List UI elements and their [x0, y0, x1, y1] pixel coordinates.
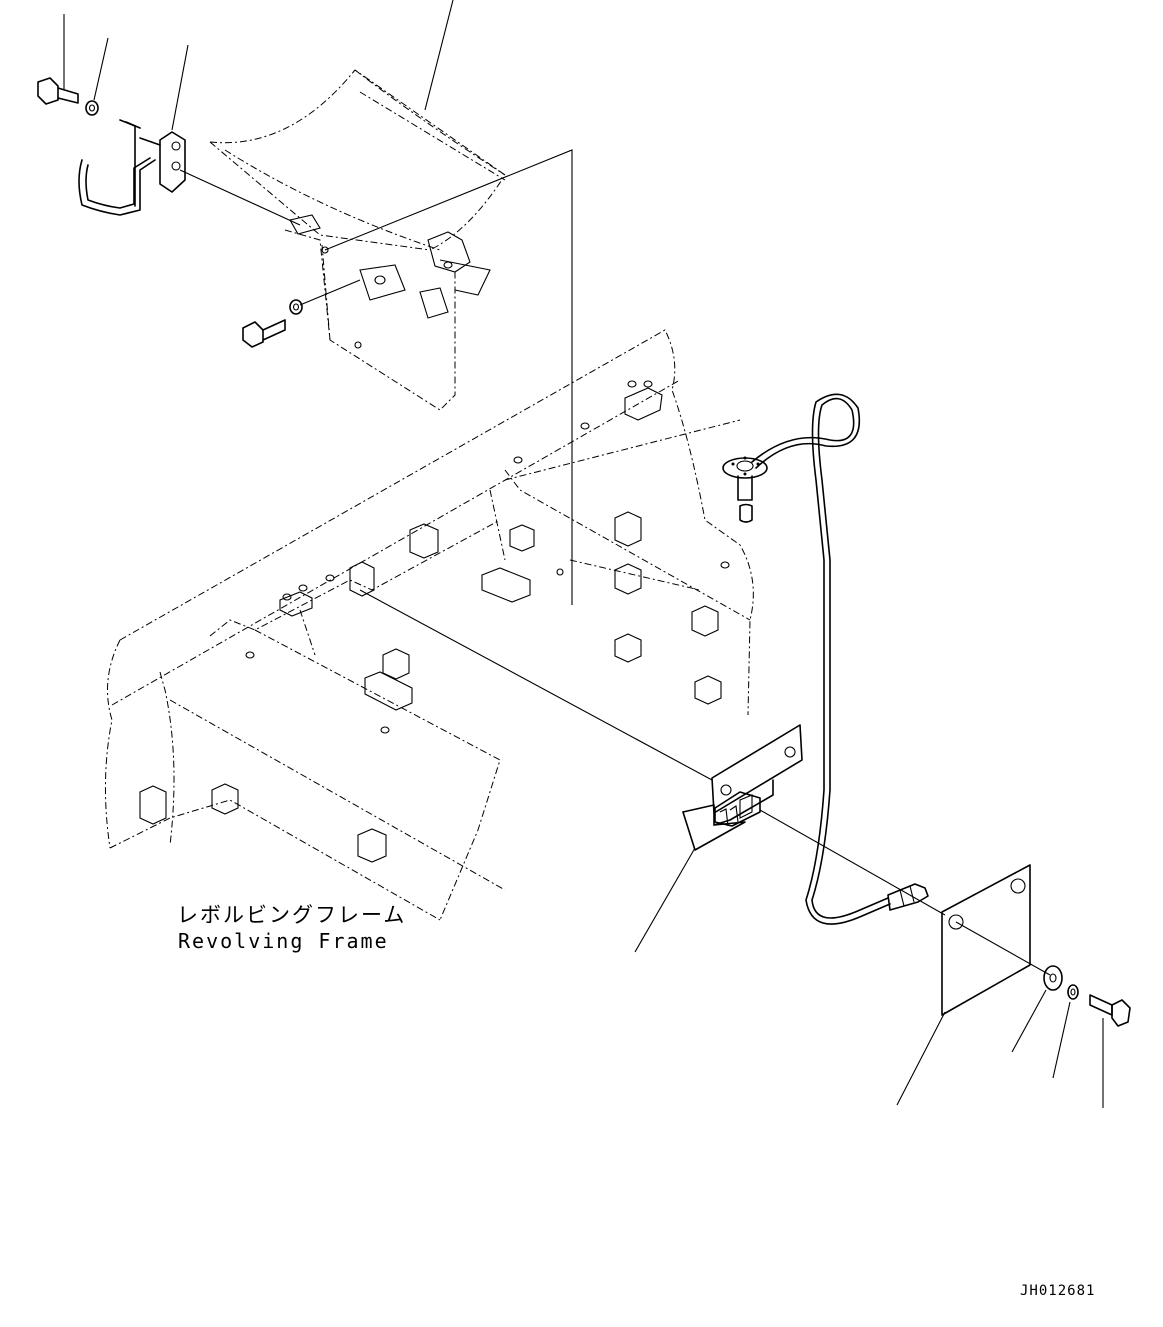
frame-boss — [139, 387, 722, 863]
bolt — [37, 77, 79, 105]
leader-line — [171, 44, 189, 131]
leader-line — [1052, 1001, 1071, 1079]
revolving-frame — [104, 329, 754, 921]
leader-line — [896, 1011, 946, 1106]
bolt — [1089, 994, 1131, 1027]
washer — [85, 100, 99, 116]
sensor-hose — [751, 393, 929, 925]
leader-line — [1011, 989, 1047, 1053]
connector-bracket — [682, 724, 803, 851]
assembly-line — [179, 169, 301, 226]
washer — [289, 299, 303, 315]
wire-bracket — [78, 119, 186, 216]
level-sensor — [722, 456, 768, 523]
drawing-code: JH012681 — [1020, 1283, 1095, 1299]
flat-washer — [1043, 965, 1063, 991]
tank-panel — [209, 69, 506, 411]
leader-line — [424, 0, 454, 111]
leader-line — [93, 37, 109, 101]
frame-label-en: Revolving Frame — [178, 929, 389, 953]
assembly-line — [759, 809, 946, 916]
assembly-line — [359, 589, 713, 781]
assembly-line — [955, 921, 1051, 976]
frame-hole — [245, 380, 730, 734]
bolt — [242, 319, 286, 348]
leader-line — [634, 847, 696, 953]
cover-plate — [941, 864, 1031, 1016]
reference-plane — [324, 149, 573, 605]
frame-label-jp: レボルビングフレーム — [177, 903, 406, 927]
assembly-line — [299, 279, 361, 306]
spring-washer — [1067, 984, 1079, 1000]
